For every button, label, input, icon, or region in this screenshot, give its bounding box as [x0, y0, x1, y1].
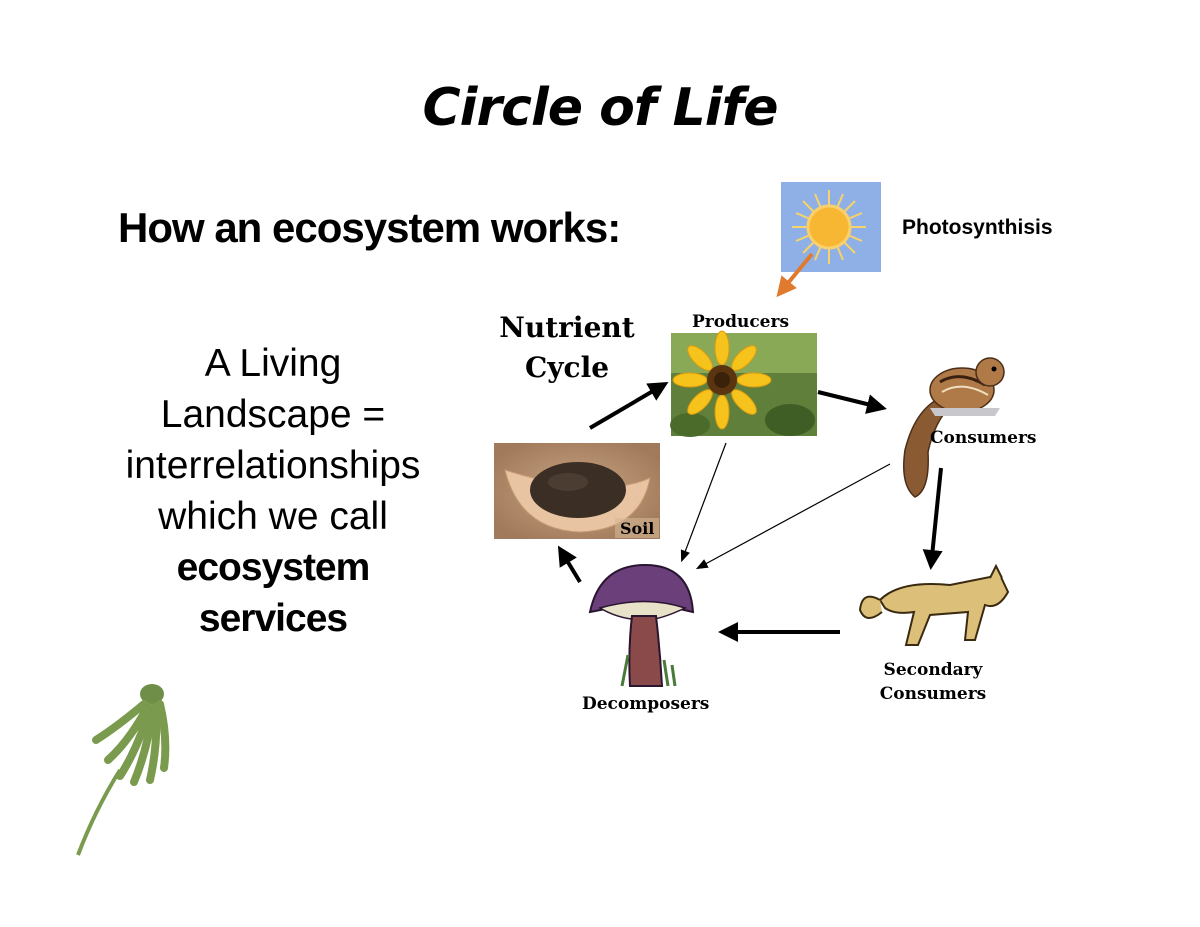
soil-label: Soil: [620, 519, 654, 538]
secondary-consumers-line: Secondary: [883, 660, 983, 680]
nutrient-cycle-line: Nutrient: [499, 311, 635, 344]
mushroom-icon: [588, 563, 695, 687]
arrow-consumers-to-decomposers: [695, 463, 891, 570]
arrow-producers-to-consumers: [817, 390, 887, 414]
slide-title: Circle of Life: [422, 78, 779, 138]
chipmunk-icon: [903, 357, 1005, 498]
body-line: Landscape =: [160, 393, 386, 436]
body-line-bold: services: [198, 597, 348, 640]
body-line: which we call: [158, 495, 388, 538]
wolf-icon: [858, 563, 1010, 646]
body-line: A Living: [204, 342, 342, 385]
producers-label: Producers: [692, 312, 790, 332]
secondary-consumers-line: Consumers: [879, 684, 987, 704]
photosynthesis-arrow: [776, 252, 814, 298]
body-text: A Living Landscape = interrelationships …: [98, 338, 448, 644]
secondary-consumers-label: Secondary Consumers: [868, 658, 998, 706]
consumers-label: Consumers: [930, 428, 1037, 448]
sunflower-icon: [670, 330, 817, 437]
body-line-bold: ecosystem: [176, 546, 371, 589]
nutrient-cycle-title: Nutrient Cycle: [497, 308, 637, 388]
photosynthesis-label: Photosynthisis: [902, 216, 1053, 239]
slide-subtitle: How an ecosystem works:: [118, 204, 621, 251]
arrow-soil-to-producers: [588, 381, 669, 430]
arrow-consumers-to-secondary: [922, 467, 943, 570]
coneflower-icon: [76, 684, 170, 856]
nutrient-cycle-line: Cycle: [524, 351, 610, 384]
soil-hands-icon: [494, 443, 660, 539]
body-line: interrelationships: [125, 444, 421, 487]
sun-icon: [781, 182, 881, 272]
arrow-decomposers-to-soil: [557, 545, 582, 584]
arrow-producers-to-decomposers: [680, 442, 727, 563]
decomposers-label: Decomposers: [582, 694, 710, 714]
